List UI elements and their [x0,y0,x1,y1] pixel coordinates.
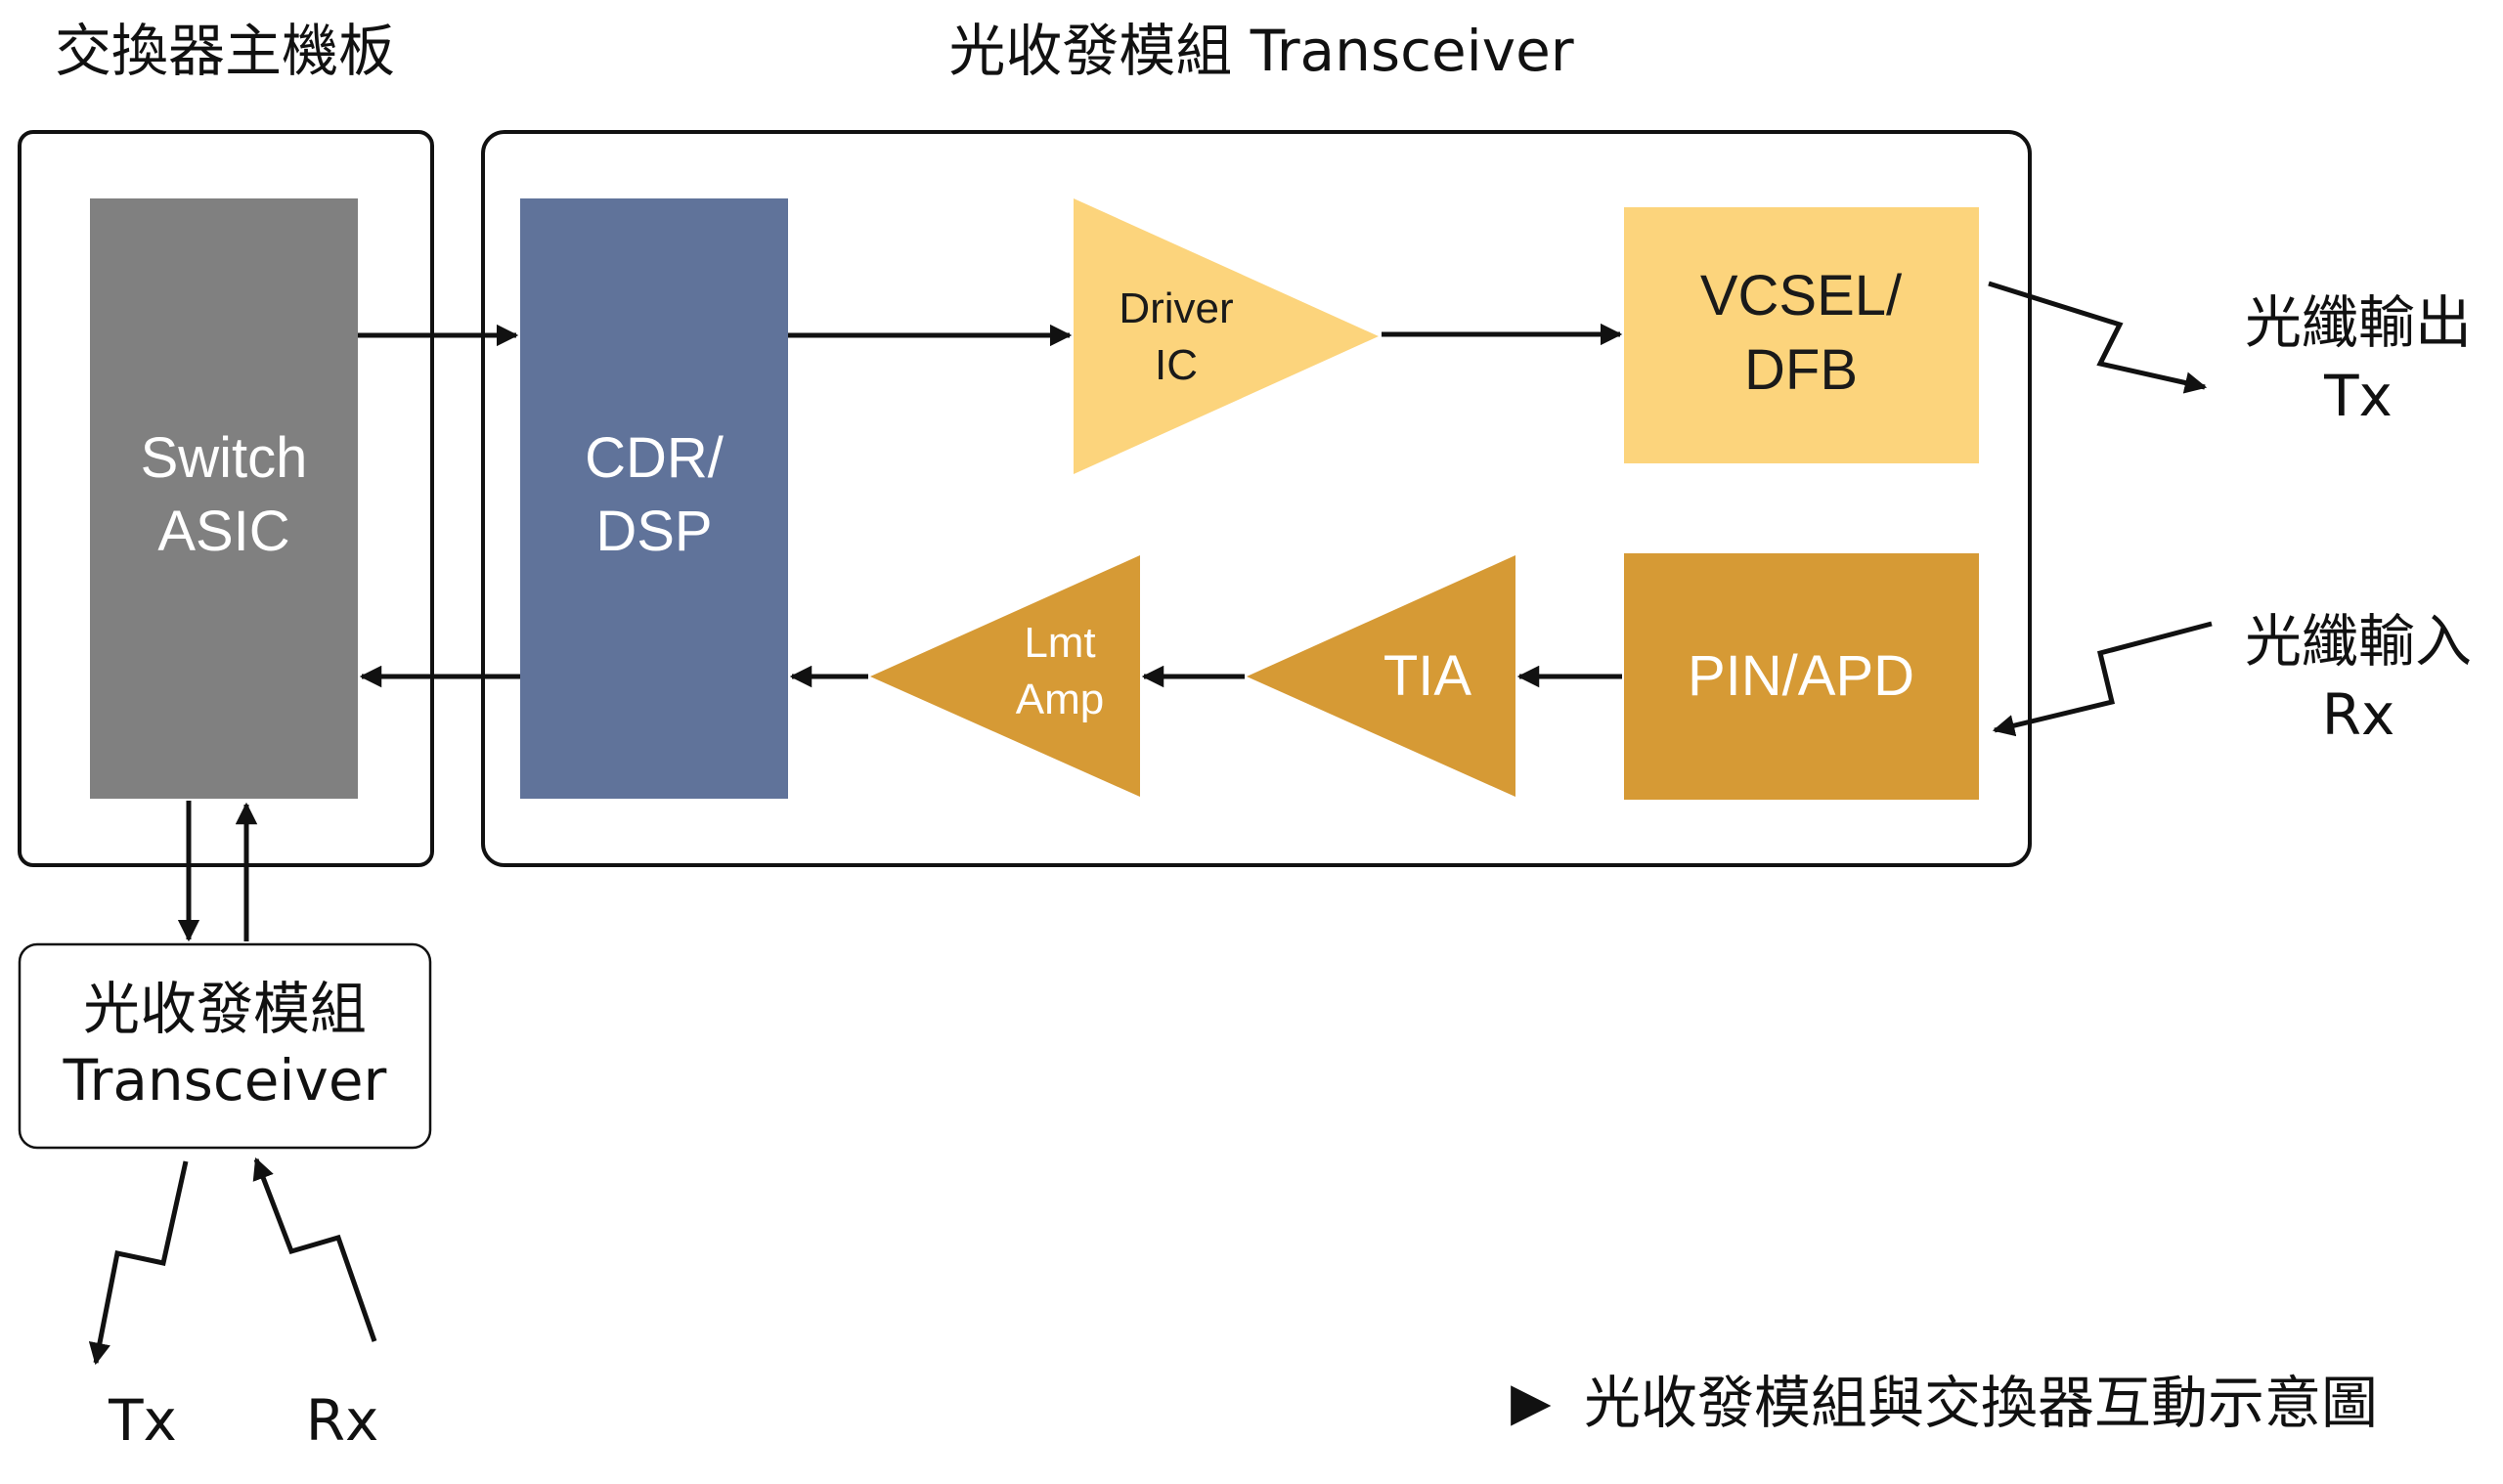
tia-amplifier [1247,555,1515,797]
fiber-output-arrow [1988,281,2208,394]
vcsel-dfb-block [1624,207,1979,463]
small-transceiver-box [18,942,432,1150]
driver-ic-label-line1: Driver [1119,284,1233,332]
pin-apd-block [1624,553,1979,800]
tia-label: TIA [1383,644,1472,708]
transceiver-module-frame [481,130,2032,867]
fiber-output-label: 光纖輸出 [2245,289,2472,356]
bottom-tx-label: Tx [108,1387,177,1454]
bottom-tx-fiber-arrow [88,1160,189,1366]
fiber-output-tx-label: Tx [2323,363,2393,429]
fiber-input-arrow [1992,621,2213,737]
vcsel-dfb-label-line2: DFB [1744,338,1858,402]
bottom-rx-fiber-arrow [252,1157,377,1342]
fiber-input-label: 光纖輸入 [2245,608,2472,675]
vcsel-dfb-label-line1: VCSEL/ [1700,264,1903,327]
caption-marker-icon: ▶ [1511,1371,1552,1432]
switch-asic-label-line1: Switch [141,426,308,490]
driver-ic-amplifier [1074,198,1379,474]
small-transceiver-label-line1: 光收發模組 [83,976,367,1042]
lmt-amp-amplifier [870,555,1140,797]
driver-ic-label-line2: IC [1155,341,1198,389]
small-transceiver-label-line2: Transceiver [63,1047,387,1113]
cdr-dsp-block [520,198,788,799]
caption-text: 光收發模組與交換器互動示意圖 [1584,1370,2378,1436]
switch-asic-block [90,198,358,799]
bottom-rx-label: Rx [306,1387,379,1454]
lmt-amp-label-line2: Amp [1016,676,1104,723]
transceiver-module-title: 光收發模組 Transceiver [948,18,1573,84]
fiber-input-rx-label: Rx [2322,681,2395,748]
switch-asic-label-line2: ASIC [157,500,289,563]
switch-board-frame [18,130,434,867]
cdr-dsp-label-line2: DSP [595,500,712,563]
pin-apd-label: PIN/APD [1688,644,1914,708]
cdr-dsp-label-line1: CDR/ [585,426,725,490]
lmt-amp-label-line1: Lmt [1024,619,1095,667]
switch-board-title: 交換器主機板 [55,18,395,84]
